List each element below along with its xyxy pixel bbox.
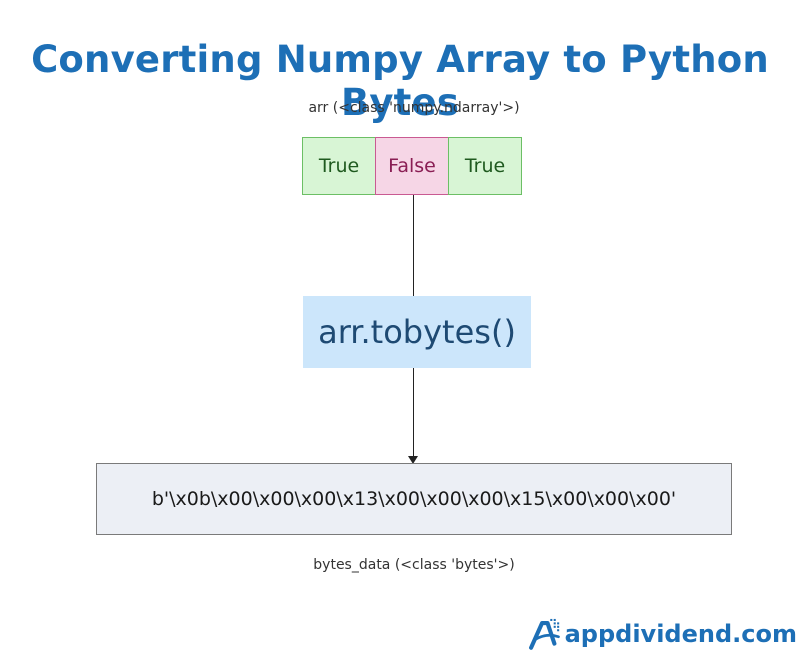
array-cell-1: False	[375, 137, 449, 195]
array-cell-2: True	[448, 137, 522, 195]
array-cells: True False True	[302, 137, 522, 195]
brand-name: appdividend.com	[564, 620, 797, 648]
connector-line-top	[413, 195, 415, 296]
brand-watermark: appdividend.com	[527, 608, 797, 660]
method-box: arr.tobytes()	[303, 296, 531, 368]
input-array-label: arr (<class 'numpy.ndarray'>)	[308, 100, 520, 116]
connector-line-bottom	[413, 368, 415, 457]
method-label: arr.tobytes()	[318, 313, 516, 351]
array-cell-0: True	[302, 137, 376, 195]
page-title: Converting Numpy Array to Python Bytes	[31, 38, 769, 124]
output-bytes-box: b'\x0b\x00\x00\x00\x13\x00\x00\x00\x15\x…	[96, 463, 732, 535]
arrow-down-icon	[408, 456, 418, 464]
appdividend-logo-icon	[529, 618, 560, 650]
output-bytes-value: b'\x0b\x00\x00\x00\x13\x00\x00\x00\x15\x…	[151, 488, 677, 510]
output-bytes-label: bytes_data (<class 'bytes'>)	[313, 557, 515, 573]
